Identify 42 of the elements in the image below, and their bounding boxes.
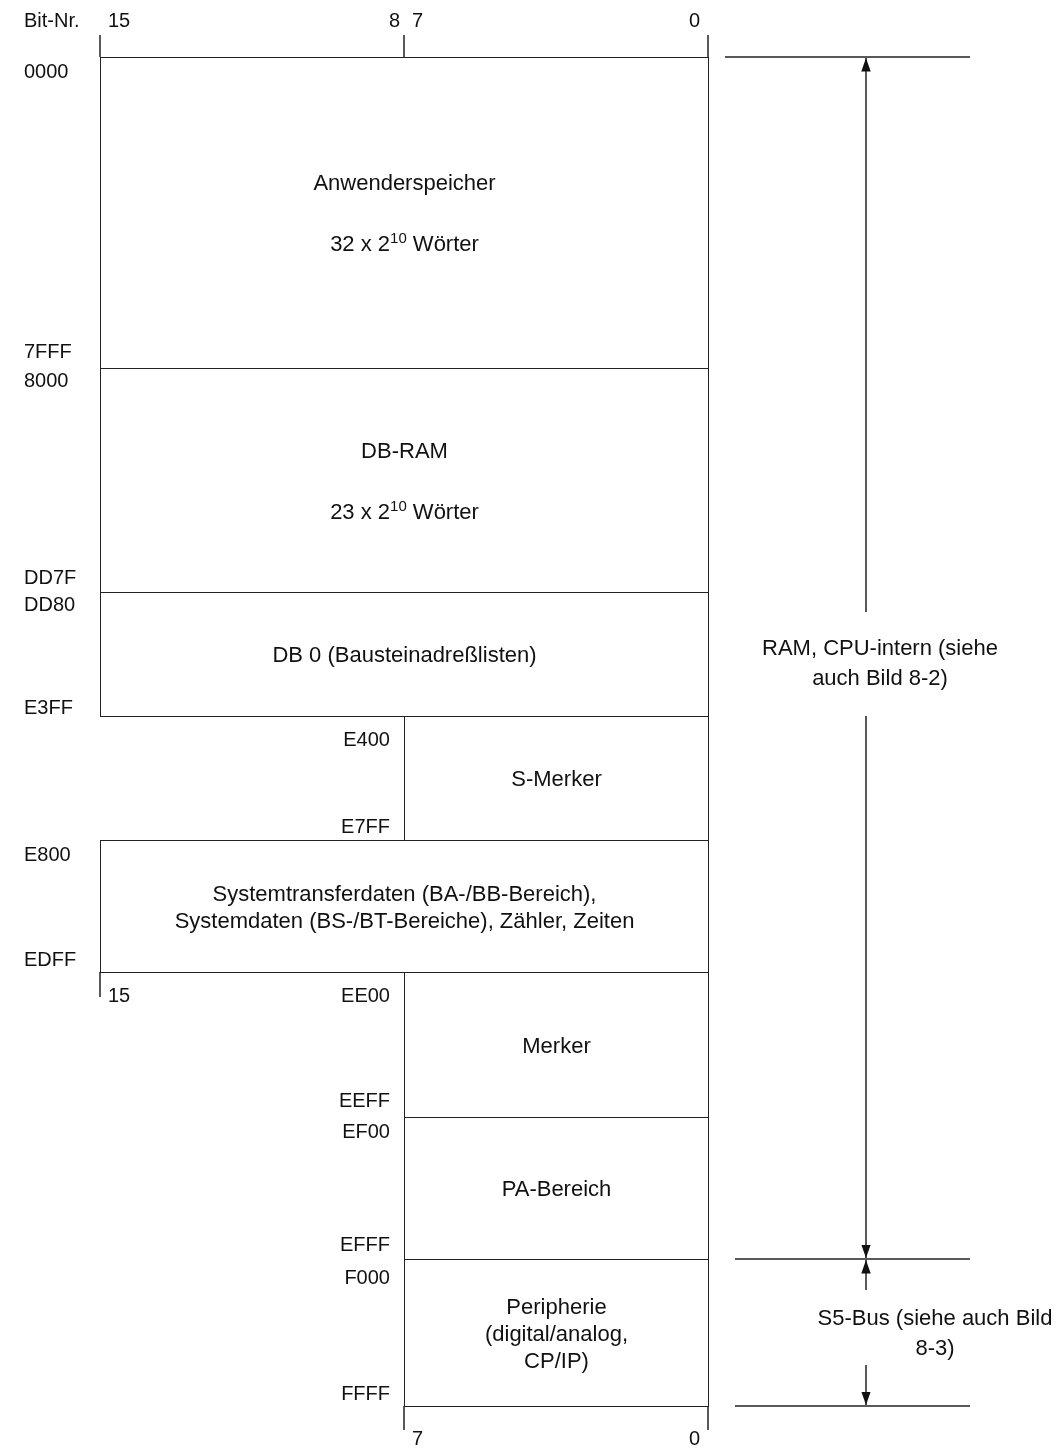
area-text: Merker: [522, 1031, 591, 1059]
address-label: 0000: [24, 59, 69, 83]
address-label: 15: [108, 983, 131, 1007]
address-label: EFFF: [340, 1232, 390, 1256]
area-text: DB 0 (Bausteinadreßlisten): [272, 641, 537, 668]
area-text: Peripherie (digital/analog, CP/IP): [483, 1292, 630, 1374]
area-text: Anwenderspeicher: [313, 169, 496, 196]
address-label: E7FF: [341, 814, 390, 838]
memory-area-box: [100, 368, 709, 593]
address-label: 7FFF: [24, 339, 72, 363]
address-label: 7: [412, 8, 424, 32]
address-label: 8000: [24, 368, 69, 392]
address-label: 15: [108, 8, 131, 32]
address-label: DD80: [24, 592, 76, 616]
address-label: E400: [343, 727, 390, 751]
memory-area-box: [404, 716, 709, 841]
area-text: 32 x 2$^{10}$ Wörter: [330, 230, 479, 257]
memory-area-box: [404, 972, 709, 1118]
address-label: E800: [24, 842, 71, 866]
area-text: Systemtransferdaten (BA-/BB-Bereich), Systemdaten (BS-/BT-Bereiche), Zähler, Zeiten: [173, 879, 636, 934]
address-label: 0: [688, 1426, 700, 1449]
address-label: EE00: [341, 983, 390, 1007]
address-label: FFFF: [341, 1381, 390, 1405]
address-label: EEFF: [338, 1088, 390, 1112]
address-label: EDFF: [24, 947, 77, 971]
address-label: 7: [412, 1426, 424, 1449]
memory-area-box: [404, 1117, 709, 1260]
area-text: DB-RAM: [361, 436, 448, 464]
address-label: DD7F: [24, 565, 77, 589]
area-text: PA-Bereich: [501, 1175, 612, 1202]
address-label: F000: [344, 1265, 390, 1289]
address-label: EF00: [342, 1119, 390, 1143]
address-label: 0: [688, 8, 700, 32]
memory-area-box: [100, 840, 709, 973]
area-text: 23 x 2$^{10}$ Wörter: [330, 497, 479, 525]
address-label: 8: [388, 8, 400, 32]
memory-area-box: [100, 592, 709, 717]
address-label: Bit-Nr.: [24, 8, 80, 32]
memory-area-box: [100, 57, 709, 369]
memory-area-box: [404, 1259, 709, 1407]
address-label: E3FF: [24, 695, 73, 719]
area-text: S-Merker: [511, 765, 602, 792]
